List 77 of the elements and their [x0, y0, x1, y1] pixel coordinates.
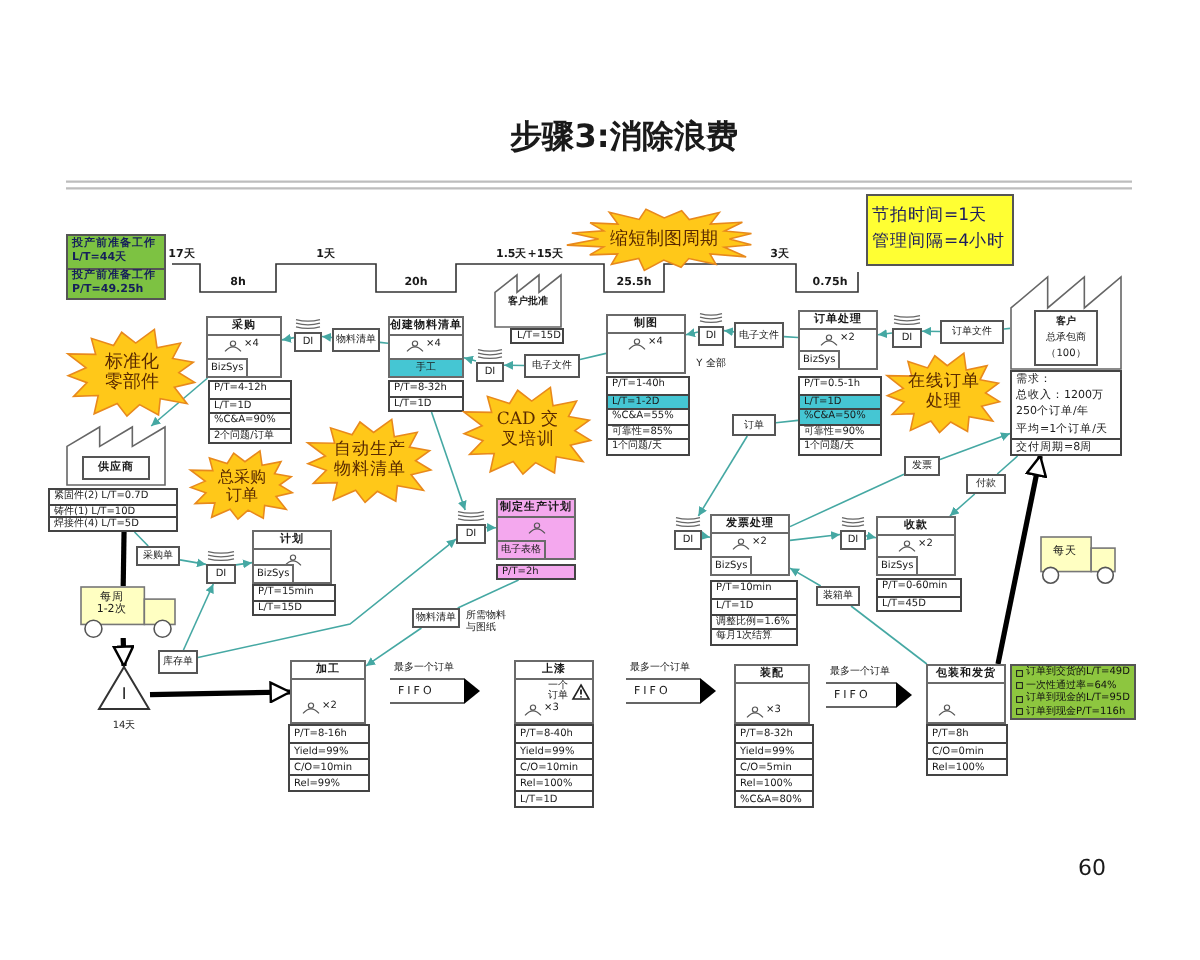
- process-box: [514, 660, 594, 724]
- data-table: [510, 328, 564, 344]
- process-box: [290, 660, 366, 724]
- arrow: [921, 326, 941, 336]
- takt-text: 管理间隔=4小时: [870, 230, 1008, 256]
- arrow: [430, 411, 467, 511]
- arrow: [463, 355, 477, 365]
- connector-line: [775, 419, 799, 424]
- connector-line: [783, 335, 799, 339]
- connector-line: [456, 579, 520, 609]
- arrow: [697, 435, 749, 517]
- connector-line: [133, 531, 149, 547]
- data-table: [388, 380, 464, 412]
- data-table: [496, 564, 576, 580]
- data-table: [606, 376, 690, 456]
- arrow: [179, 558, 207, 568]
- arrow: [485, 523, 497, 532]
- connector-line: [579, 352, 607, 361]
- kaizen-text: 在线订单处理: [906, 374, 982, 414]
- arrow: [865, 531, 877, 541]
- process-box: [496, 498, 576, 560]
- push-arrow: [995, 454, 1048, 665]
- summary-box: [66, 234, 166, 300]
- data-table: [798, 376, 882, 456]
- data-table: [208, 380, 292, 444]
- arrow: [321, 332, 333, 342]
- process-box: [926, 664, 1006, 724]
- kaizen-text: 自动生产物料清单: [332, 442, 408, 482]
- process-box: [206, 316, 282, 378]
- page-number: 60: [1078, 854, 1106, 882]
- arrow: [700, 531, 711, 540]
- arrow: [281, 333, 295, 343]
- kaizen-text: 总采购订单: [216, 467, 268, 505]
- process-box: [876, 516, 956, 576]
- arrow: [197, 538, 457, 659]
- connector-line: [789, 473, 905, 528]
- arrow: [789, 567, 822, 587]
- data-table: [926, 724, 1008, 776]
- data-table: [288, 724, 370, 792]
- process-box: [798, 310, 878, 370]
- connector-line: [850, 605, 928, 665]
- kaizen-text: 标准化零部件: [103, 353, 161, 395]
- data-table: [734, 724, 814, 808]
- process-box: [606, 314, 686, 374]
- arrow: [877, 329, 893, 339]
- arrow: [685, 328, 699, 338]
- process-box: [388, 316, 464, 378]
- data-table: [48, 488, 178, 532]
- data-table: [514, 724, 594, 808]
- inventory-label: I: [121, 684, 127, 703]
- data-table: [876, 578, 962, 612]
- connector-line: [996, 455, 1019, 475]
- data-table: [710, 580, 798, 646]
- takt-box: [866, 194, 1014, 266]
- arrow: [235, 559, 253, 569]
- arrow: [723, 327, 735, 337]
- arrow: [789, 531, 841, 542]
- arrow: [503, 360, 525, 370]
- arrow: [182, 583, 215, 651]
- process-box: [252, 530, 332, 584]
- push-arrow: [112, 637, 135, 668]
- connector-line: [379, 341, 389, 344]
- metrics-box: [1010, 664, 1136, 720]
- process-box: [710, 514, 790, 576]
- arrow: [939, 432, 1011, 461]
- arrow: [150, 377, 209, 427]
- connector-line: [1003, 327, 1011, 330]
- takt-text: 节拍时间=1天: [870, 204, 990, 230]
- process-box: [734, 664, 810, 724]
- kaizen-text: 缩短制图周期: [608, 228, 720, 250]
- title: 步骤3:消除浪费: [510, 117, 738, 155]
- arrow: [365, 627, 423, 667]
- push-arrow: [149, 681, 292, 704]
- data-table: [252, 584, 336, 616]
- arrow: [949, 493, 976, 517]
- data-table: [1010, 370, 1122, 456]
- kaizen-text: CAD 交叉培训: [494, 412, 562, 452]
